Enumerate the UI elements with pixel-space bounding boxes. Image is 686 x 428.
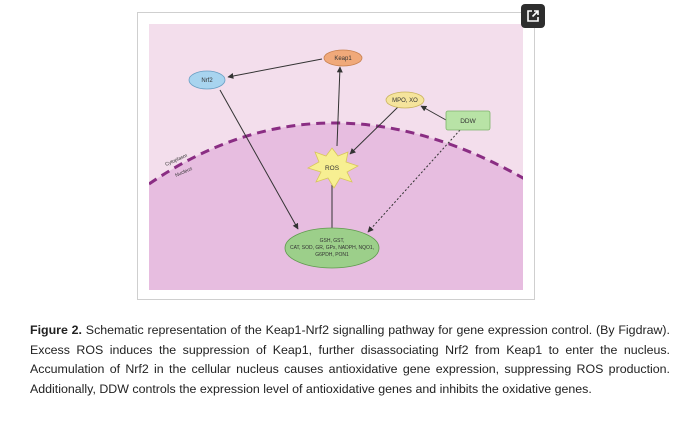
genes-label-line3: G6PDH, PON1 xyxy=(315,252,349,258)
nucleus-region xyxy=(149,123,523,290)
open-image-button[interactable] xyxy=(521,4,545,28)
arrow-ddw-to-mpo xyxy=(420,105,447,121)
mpo-xo-label: MPO, XO xyxy=(392,98,418,104)
keap1-label: Keap1 xyxy=(334,56,352,62)
arrow-mpo-to-ros xyxy=(349,106,399,155)
figure-caption: Figure 2. Schematic representation of th… xyxy=(30,321,670,399)
nrf2-label: Nrf2 xyxy=(201,78,213,84)
ros-node xyxy=(306,147,359,189)
ddw-node xyxy=(445,110,491,131)
genes-label-line2: CAT, SOD, GR, GPx, NADPH, NQO1, xyxy=(290,245,374,251)
keap1-node xyxy=(323,49,363,67)
figure-caption-label: Figure 2. xyxy=(30,323,82,337)
arrow-keap1-to-nrf2 xyxy=(227,58,323,79)
figure-caption-text: Schematic representation of the Keap1-Nr… xyxy=(30,323,670,396)
arrow-ros-to-keap1 xyxy=(336,66,343,147)
arrow-ddw-to-genes xyxy=(367,129,461,233)
ddw-label: DDW xyxy=(460,118,476,125)
ros-label: ROS xyxy=(325,165,340,172)
genes-label-line1: GSH, GST, xyxy=(320,238,345,244)
antioxidative-genes-node xyxy=(284,227,380,269)
arrow-nrf2-to-genes xyxy=(219,89,299,230)
nuclear-membrane xyxy=(149,121,523,186)
external-link-icon xyxy=(527,10,539,22)
nrf2-node xyxy=(188,70,226,90)
mpo-xo-node xyxy=(385,91,425,109)
